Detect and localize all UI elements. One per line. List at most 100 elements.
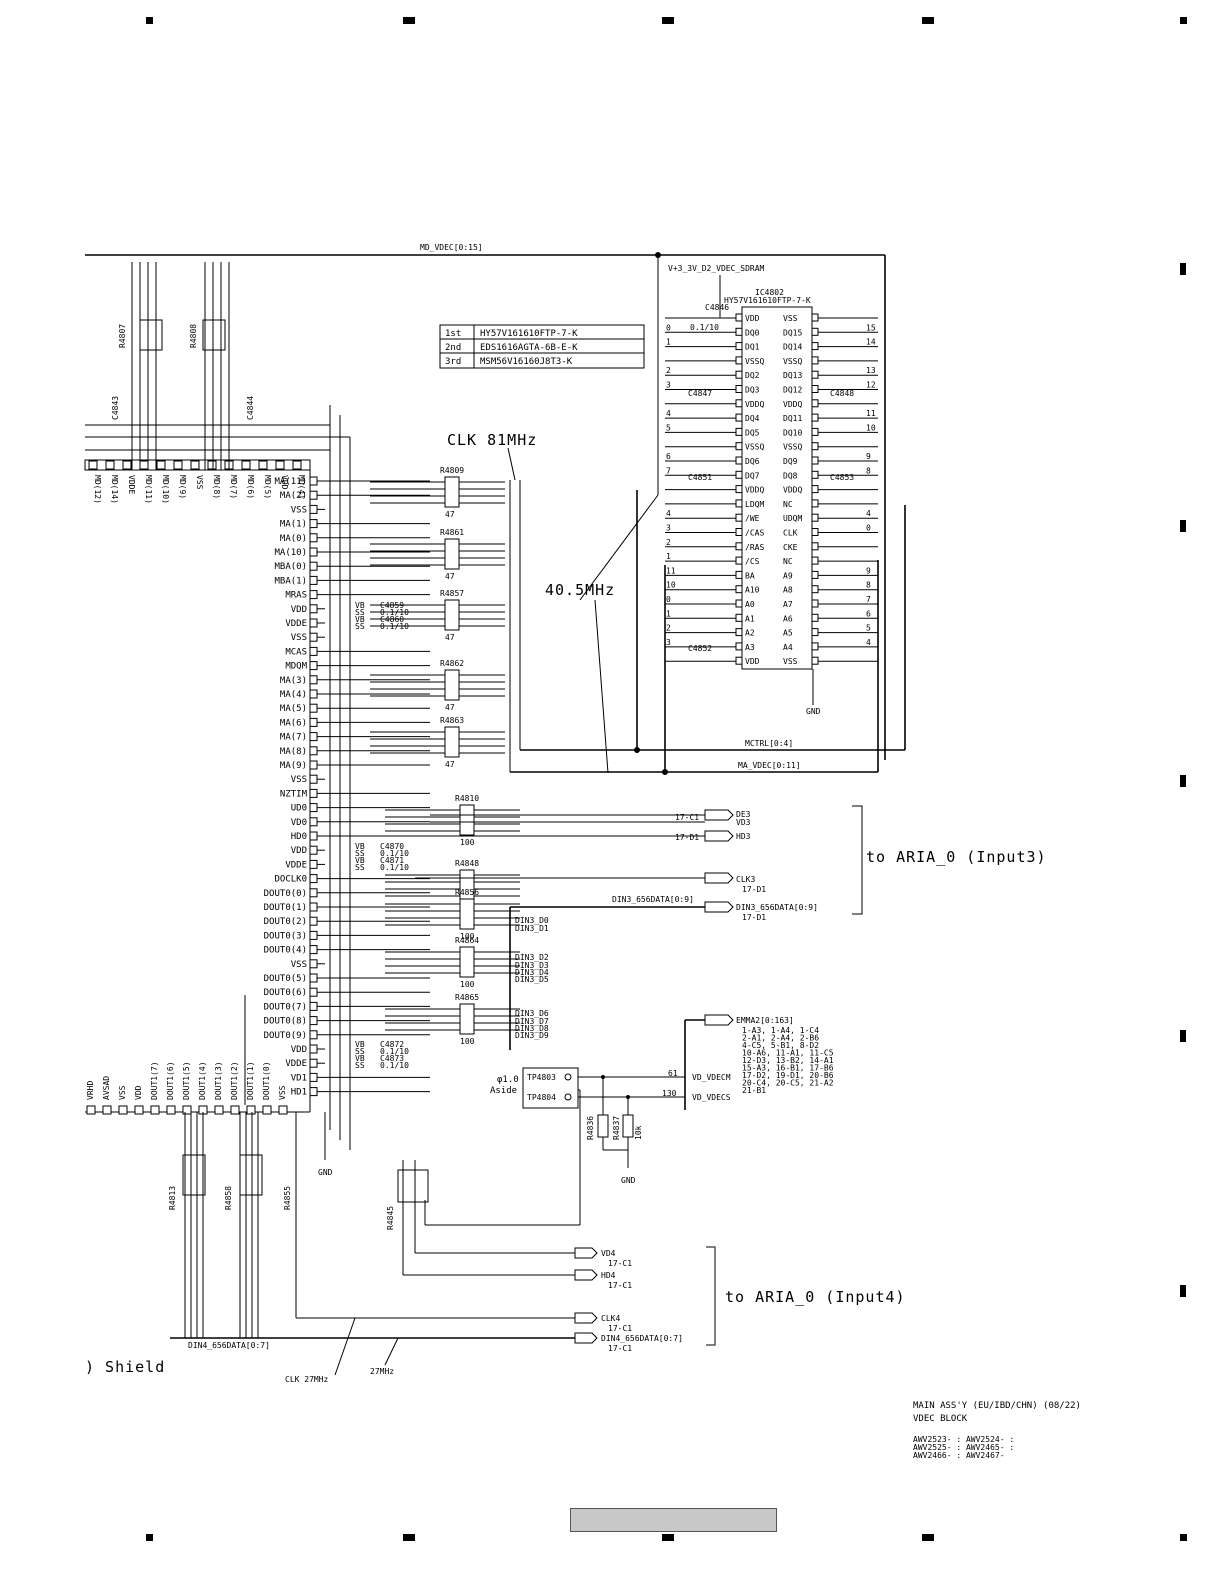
- vdec-pin-label: MA(1): [280, 520, 307, 530]
- title-models-c: AWV2466- : AWV2467-: [913, 1451, 1005, 1460]
- title-line2: VDEC BLOCK: [913, 1414, 968, 1424]
- sdram-left-pin: DQ3: [745, 386, 760, 395]
- vdec-pin-label: MA(6): [280, 718, 307, 728]
- vdec-bottom-pin-label: DOUT1(5): [182, 1061, 191, 1100]
- vdec-pin-label: DOUT0(4): [264, 946, 307, 956]
- vdec-pin-box: [309, 703, 318, 713]
- top-resistor-packs: R4807 R4808 C4843 C4844: [85, 262, 351, 1150]
- net-ref: 17-C1: [608, 1281, 632, 1290]
- cap-vb: VB: [355, 615, 365, 624]
- emma-ref-line: 10-A6, 11-A1, 11-C5: [742, 1049, 834, 1058]
- cap-c4853: C4853: [830, 473, 854, 482]
- sdram-pin-box: [735, 599, 743, 608]
- vdec-pin-label: VDD: [291, 605, 307, 615]
- sdram-left-bit: 3: [666, 524, 671, 533]
- cap-4873: C4873: [380, 1054, 404, 1063]
- resistor-value: 47: [445, 572, 455, 581]
- resistor-value: 100: [460, 1037, 475, 1046]
- vdec-top-pin-label: MD(7): [229, 475, 238, 499]
- vdec-top-pin-box: [105, 460, 115, 470]
- vdec-pin-label: VSS: [291, 775, 307, 785]
- sdram-pin-box: [811, 599, 819, 608]
- vdec-top-pin-box: [207, 460, 217, 470]
- sdram-left-pin: VDD: [745, 657, 760, 666]
- sdram-pin-box: [735, 499, 743, 508]
- title-line1: MAIN ASS'Y (EU/IBD/CHN) (08/22): [913, 1401, 1081, 1411]
- resistor-pack: [444, 599, 460, 631]
- resistor-value: 47: [445, 633, 455, 642]
- resistor-value: 47: [445, 510, 455, 519]
- md-vdec-bus-label: MD_VDEC[0:15]: [420, 243, 483, 252]
- cap-4859: C4859: [380, 601, 404, 610]
- clk-27mhz-label: CLK 27MHz: [285, 1375, 329, 1384]
- sdram-pin-box: [811, 385, 819, 393]
- sdram-pin-box: [735, 356, 743, 365]
- sdram-right-pin: A5: [783, 629, 793, 638]
- vdec-top-pin-box: [139, 460, 149, 470]
- sdram-right-pin: NC: [783, 500, 793, 509]
- net-din4: DIN4_656DATA[0:7]: [601, 1334, 683, 1343]
- net-130: 130: [662, 1089, 677, 1098]
- vdec-pin-box: [309, 618, 318, 628]
- vdec-bottom-pin-box: [150, 1105, 160, 1115]
- vdec-pin-box: [309, 519, 318, 529]
- parts-table-rank: 3rd: [445, 357, 461, 367]
- cap-value: 0.1/10: [380, 1061, 409, 1070]
- net-61: 61: [668, 1069, 678, 1078]
- vdec-pin-label: MBA(0): [274, 562, 307, 572]
- emma-reference-list: 1-A3, 1-A4, 1-C42-A1, 2-A4, 2-B64-C5, 5-…: [742, 1026, 834, 1095]
- resistor-4856: R4856: [455, 888, 479, 897]
- vdec-pin-label: MRAS: [285, 591, 307, 601]
- sdram-pin-box: [735, 485, 743, 494]
- sdram-right-bit: 4: [866, 509, 871, 518]
- aria-input3-outputs: DE3 VD3 HD3 17-C1 17-D1 CLK3 17-D1 DIN3_…: [415, 805, 1047, 1050]
- cap-vb: VB: [355, 842, 365, 851]
- sdram-left-pin: VSSQ: [745, 357, 764, 366]
- sdram-pin-box: [811, 513, 819, 522]
- vdec-top-pin-label: MD(8): [212, 475, 221, 499]
- vdec-pin-box: [309, 760, 318, 770]
- emma-ref-line: 17-D2, 19-D1, 20-B6: [742, 1071, 834, 1080]
- cap-ss: SS: [355, 622, 365, 631]
- sdram-left-pin: A0: [745, 600, 755, 609]
- sdram-part: HY57V161610FTP-7-K: [724, 296, 811, 305]
- sdram-right-pin: CKE: [783, 543, 798, 552]
- sdram-left-bit: 1: [666, 552, 671, 561]
- sdram-pin-box: [735, 385, 743, 393]
- vdec-pin-box: [309, 1044, 318, 1054]
- vdec-bottom-pin-label: DOUT1(1): [246, 1061, 255, 1100]
- sdram-right-pin: DQ11: [783, 414, 802, 423]
- sdram-pin-box: [811, 542, 819, 551]
- sdram-pin-box: [735, 642, 743, 651]
- net-din3-d2: DIN3_D2: [515, 953, 549, 962]
- vdec-top-pin-label: MD(6): [246, 475, 255, 499]
- resistor-4861: R4861: [440, 528, 464, 537]
- cap-4870: C4870: [380, 842, 404, 851]
- port-din4: [574, 1332, 598, 1344]
- test-point-tp4803: TP4803: [527, 1073, 556, 1082]
- vdec-top-pin-box: [173, 460, 183, 470]
- vdec-pin-box: [309, 987, 318, 997]
- sdram-pin-box: [811, 356, 819, 365]
- sdram-left-bit: 3: [666, 638, 671, 647]
- sdram-pin-box: [735, 399, 743, 408]
- vdec-pin-group: MA(11)MA(2)VSSMA(1)MA(0)MA(10)MBA(0)MBA(…: [264, 476, 430, 1098]
- vdec-pin-label: MDQM: [285, 662, 307, 672]
- net-vd-vdecs: VD_VDECS: [692, 1093, 731, 1102]
- vdec-pin-label: MA(10): [274, 548, 307, 558]
- vdec-pin-box: [309, 831, 318, 841]
- vdec-pin-box: [309, 1058, 318, 1068]
- resistor-value: 10k: [634, 1125, 643, 1140]
- sdram-pin-box: [735, 327, 743, 336]
- md-vdec-bus: MD_VDEC[0:15]: [85, 243, 886, 760]
- resistor-pack: [459, 804, 475, 836]
- gnd-label: GND: [318, 1168, 333, 1177]
- vdec-pin-label: VD0: [291, 818, 307, 828]
- sdram-right-pin: NC: [783, 557, 793, 566]
- resistor-4865: R4865: [455, 993, 479, 1002]
- title-block: MAIN ASS'Y (EU/IBD/CHN) (08/22) VDEC BLO…: [913, 1401, 1081, 1460]
- resistor-pack: [444, 669, 460, 701]
- gnd-label: GND: [806, 707, 821, 716]
- vdec-top-pin-label: MD(5): [263, 475, 272, 499]
- aria-input3-label: to ARIA_0 (Input3): [866, 848, 1047, 866]
